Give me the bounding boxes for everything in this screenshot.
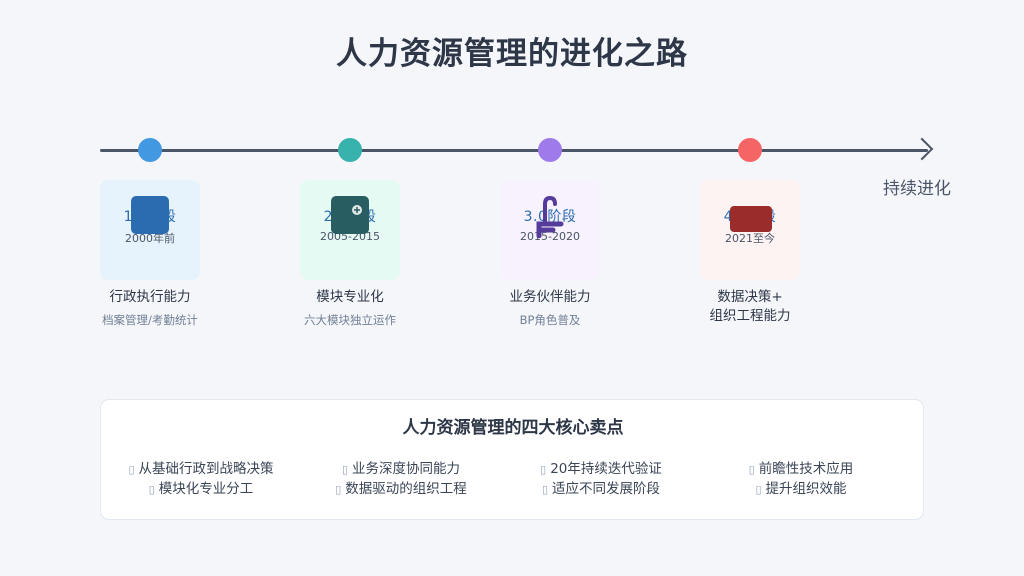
selling-point-text: 数据驱动的组织工程 [345,481,467,497]
handshake-icon [531,195,569,239]
stage-ability: 数据决策+ 组织工程能力 [709,289,791,324]
stage-period: 2021至今 [725,232,775,245]
selling-point: ▯20年持续迭代验证 [501,457,701,477]
selling-point: ▯前瞻性技术应用 [701,457,901,477]
bullet-icon: ▯ [341,463,349,476]
stage-1: 1.0阶段 2000年前 行政执行能力 档案管理/考勤统计 [50,180,250,328]
panel-title: 人力资源管理的四大核心卖点 [402,418,624,438]
stage-name: 3.0阶段 [523,209,577,225]
timeline-dot-stage-3 [538,138,562,162]
bullet-icon: ▯ [128,463,135,476]
stage-3: 3.0阶段 2015-2020 业务伙伴能力 BP角色普及 [450,180,650,328]
selling-point: ▯业务深度协同能力 [301,457,501,477]
selling-point-text: 模块化专业分工 [158,481,254,497]
bullet-icon: ▯ [755,483,762,496]
selling-point: ▯提升组织效能 [701,477,901,497]
selling-point: ▯模块化专业分工 [101,477,301,497]
selling-points-panel: 人力资源管理的四大核心卖点 ▯从基础行政到战略决策 ▯模块化专业分工 ▯业务深度… [100,399,924,520]
stage-card: 4.0阶段 2021至今 [700,180,800,280]
stage-ability: 行政执行能力 [109,289,191,305]
selling-point-text: 从基础行政到战略决策 [138,461,274,477]
timeline-dot-stage-1 [138,138,162,162]
data-icon [730,206,772,232]
selling-point-text: 提升组织效能 [765,481,847,497]
bullet-icon: ▯ [148,483,155,496]
selling-point-text: 前瞻性技术应用 [758,461,854,477]
page-title: 人力资源管理的进化之路 [336,36,688,72]
bullet-icon: ▯ [540,463,547,476]
timeline-dot-stage-2 [338,138,362,162]
stage-2: 2.0阶段 2005-2015 模块专业化 六大模块独立运作 [250,180,450,328]
timeline-axis [100,149,928,152]
bullet-icon: ▯ [335,483,342,496]
bullet-icon: ▯ [748,463,755,476]
timeline-end-label: 持续进化 [883,179,951,199]
stage-ability: 模块专业化 [316,289,384,305]
timeline-arrow-icon [910,137,934,161]
stage-card: 3.0阶段 2015-2020 [500,180,600,280]
stage-description: 档案管理/考勤统计 [102,313,198,327]
stage-card: 2.0阶段 2005-2015 [300,180,400,280]
document-icon [131,196,169,234]
selling-point-text: 适应不同发展阶段 [552,481,661,497]
stage-period: 2000年前 [125,232,175,245]
stage-card: 1.0阶段 2000年前 [100,180,200,280]
stage-period: 2015-2020 [520,230,580,243]
timeline-dot-stage-4 [738,138,762,162]
selling-point: ▯从基础行政到战略决策 [101,457,301,477]
selling-point: ▯适应不同发展阶段 [501,477,701,497]
bullet-icon: ▯ [541,483,549,496]
stage-description: 六大模块独立运作 [304,313,396,327]
selling-point-text: 20年持续迭代验证 [550,461,662,477]
stage-ability: 业务伙伴能力 [509,289,591,305]
stage-4: 4.0阶段 2021至今 数据决策+ 组织工程能力 [650,180,850,326]
stage-description: BP角色普及 [519,313,581,327]
module-icon [331,196,369,234]
selling-point: ▯数据驱动的组织工程 [301,477,501,497]
selling-point-text: 业务深度协同能力 [352,461,461,477]
